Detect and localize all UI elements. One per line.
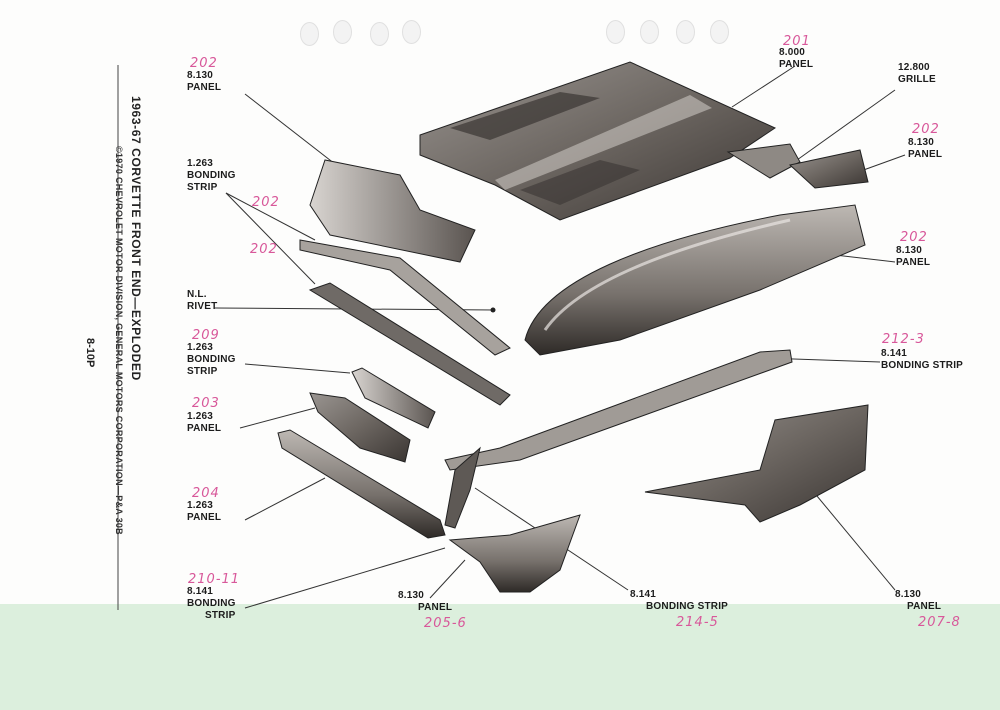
label-right-panel-nose: 8.130 PANEL xyxy=(896,245,930,269)
copyright-line: ©1970 CHEVROLET MOTOR DIVISION, GENERAL … xyxy=(114,146,124,535)
part-name: PANEL xyxy=(418,602,453,613)
label-bonding-strip-bottom: 8.141 BONDING STRIP xyxy=(630,589,728,613)
part-name: PANEL xyxy=(187,512,222,523)
part-name: RIVET xyxy=(187,301,218,312)
punch-hole xyxy=(402,20,421,44)
part-name: PANEL xyxy=(187,82,222,93)
label-right-bonding-strip: 8.141 BONDING STRIP xyxy=(881,348,963,372)
part-code: 8.130 xyxy=(187,70,214,81)
note-202: 202 xyxy=(912,122,940,137)
part-code: 8.141 xyxy=(881,348,908,359)
punch-hole xyxy=(640,20,659,44)
label-panel-203: 1.263 PANEL xyxy=(187,411,221,435)
label-bonding-strip-b: 1.263 BONDING STRIP xyxy=(187,342,236,378)
punch-hole xyxy=(676,20,695,44)
note-214-5: 214-5 xyxy=(676,615,719,630)
punch-hole xyxy=(370,22,389,46)
part-name: PANEL xyxy=(908,149,943,160)
label-right-panel-upper: 8.130 PANEL xyxy=(908,137,942,161)
fender-panel-part xyxy=(644,404,869,523)
part-code: 8.000 xyxy=(779,47,806,58)
part-name: BONDING STRIP xyxy=(646,601,729,612)
part-code: 1.263 xyxy=(187,342,214,353)
note-204: 204 xyxy=(192,486,220,501)
top-left-panel-part xyxy=(309,159,476,263)
note-203: 203 xyxy=(192,396,220,411)
note-212-3: 212-3 xyxy=(882,332,925,347)
part-code: 8.130 xyxy=(895,589,922,600)
grille-part xyxy=(726,143,801,179)
panel-204-part xyxy=(277,429,446,539)
label-hood-panel: 8.000 PANEL xyxy=(779,47,813,71)
part-name: STRIP xyxy=(187,182,218,193)
note-205-6: 205-6 xyxy=(424,616,467,631)
panel-203-part xyxy=(309,392,411,463)
part-name: BONDING xyxy=(187,170,236,181)
note-210-11: 210-11 xyxy=(188,572,241,587)
part-code: 1.263 xyxy=(187,411,214,422)
part-name: PANEL xyxy=(907,601,942,612)
part-name: BONDING STRIP xyxy=(881,360,964,371)
part-name: BONDING xyxy=(187,354,236,365)
part-name: STRIP xyxy=(205,610,236,621)
note-202: 202 xyxy=(252,195,280,210)
punch-hole xyxy=(606,20,625,44)
punch-hole xyxy=(333,20,352,44)
label-bottom-right-panel: 8.130 PANEL xyxy=(895,589,941,613)
bottom-middle-panel-part xyxy=(448,514,581,593)
label-top-left-panel: 8.130 PANEL xyxy=(187,70,221,94)
note-202: 202 xyxy=(250,242,278,257)
label-grille: 12.800 GRILLE xyxy=(898,62,936,86)
note-202: 202 xyxy=(900,230,928,245)
punch-hole xyxy=(300,22,319,46)
part-code: 1.263 xyxy=(187,158,214,169)
bonding-strip-212-part xyxy=(444,349,793,471)
label-panel-204: 1.263 PANEL xyxy=(187,500,221,524)
part-code: 8.141 xyxy=(630,589,657,600)
part-name: STRIP xyxy=(187,366,218,377)
part-code: 1.263 xyxy=(187,500,214,511)
hood-panel-part xyxy=(419,61,777,221)
punch-hole xyxy=(710,20,729,44)
page-number: 8-10P xyxy=(84,338,96,368)
part-name: PANEL xyxy=(187,423,222,434)
part-name: PANEL xyxy=(896,257,931,268)
bonding-strip-upper-part xyxy=(299,239,511,356)
bonding-strip-214-part xyxy=(444,446,481,529)
label-bottom-middle-panel: 8.130 PANEL xyxy=(398,590,452,614)
part-code: N.L. xyxy=(187,289,207,300)
paper-sheet xyxy=(0,0,1000,612)
part-code: 8.130 xyxy=(908,137,935,148)
note-207-8: 207-8 xyxy=(918,615,961,630)
part-name: PANEL xyxy=(779,59,814,70)
part-name: BONDING xyxy=(187,598,236,609)
note-201: 201 xyxy=(783,34,811,49)
green-background-band xyxy=(0,604,1000,710)
vertical-title-block: 1963-67 CORVETTE FRONT END—EXPLODED xyxy=(129,96,143,656)
bonding-strip-209-part xyxy=(351,367,436,429)
diagram-title: 1963-67 CORVETTE FRONT END—EXPLODED xyxy=(129,96,143,381)
note-202: 202 xyxy=(190,56,218,71)
part-code: 8.141 xyxy=(187,586,214,597)
right-panel-upper-part xyxy=(788,149,869,189)
part-name: GRILLE xyxy=(898,74,936,85)
part-code: 8.130 xyxy=(896,245,923,256)
note-209: 209 xyxy=(192,328,220,343)
bonding-strip-lower-part xyxy=(308,282,511,406)
label-rivet: N.L. RIVET xyxy=(187,289,217,313)
rivet-part xyxy=(490,307,496,313)
part-code: 12.800 xyxy=(898,62,930,73)
label-bonding-strip-a: 1.263 BONDING STRIP xyxy=(187,158,236,194)
nose-panel-part xyxy=(524,204,866,356)
label-bonding-strip-c: 8.141 BONDING STRIP xyxy=(187,586,236,622)
part-code: 8.130 xyxy=(398,590,425,601)
